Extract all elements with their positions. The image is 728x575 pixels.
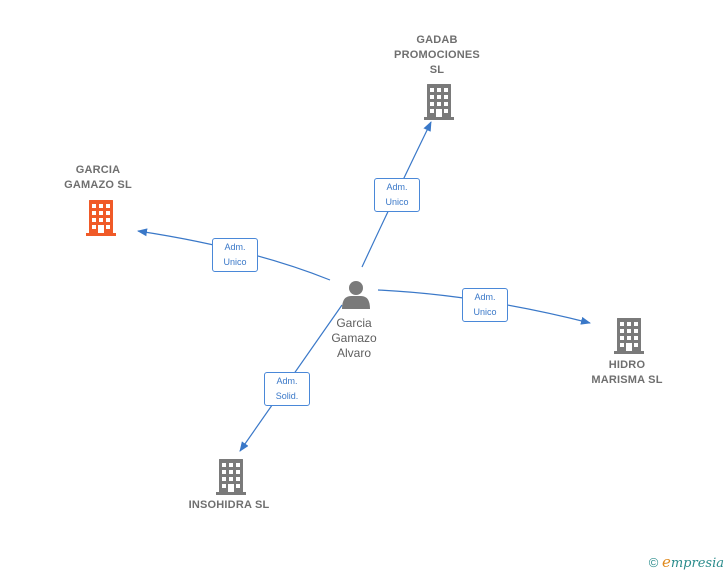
edge-role-label[interactable]: Adm. Solid. <box>264 372 310 406</box>
hidro-marisma-sl-label[interactable]: HIDRO MARISMA SL <box>591 359 663 386</box>
edge-role-label[interactable]: Adm. Unico <box>374 178 420 212</box>
garcia-gamazo-sl-building-icon[interactable] <box>86 200 116 236</box>
copyright-symbol: © <box>648 555 659 570</box>
person-name-label[interactable]: Garcia Gamazo Alvaro <box>331 316 377 360</box>
empresia-logo[interactable]: empresia <box>661 553 724 571</box>
gadab-promociones-sl-label[interactable]: GADAB PROMOCIONES SL <box>394 34 480 76</box>
hidro-marisma-sl-building-icon[interactable] <box>614 318 644 354</box>
gadab-promociones-sl-building-icon[interactable] <box>424 84 454 120</box>
edge-role-label[interactable]: Adm. Unico <box>462 288 508 322</box>
edge-role-label[interactable]: Adm. Unico <box>212 238 258 272</box>
insohidra-sl-label[interactable]: INSOHIDRA SL <box>188 499 270 511</box>
garcia-gamazo-sl-label[interactable]: GARCIA GAMAZO SL <box>64 164 132 191</box>
footer-credit: © empresia <box>649 553 724 571</box>
insohidra-sl-building-icon[interactable] <box>216 459 246 495</box>
person-icon[interactable] <box>342 281 370 309</box>
